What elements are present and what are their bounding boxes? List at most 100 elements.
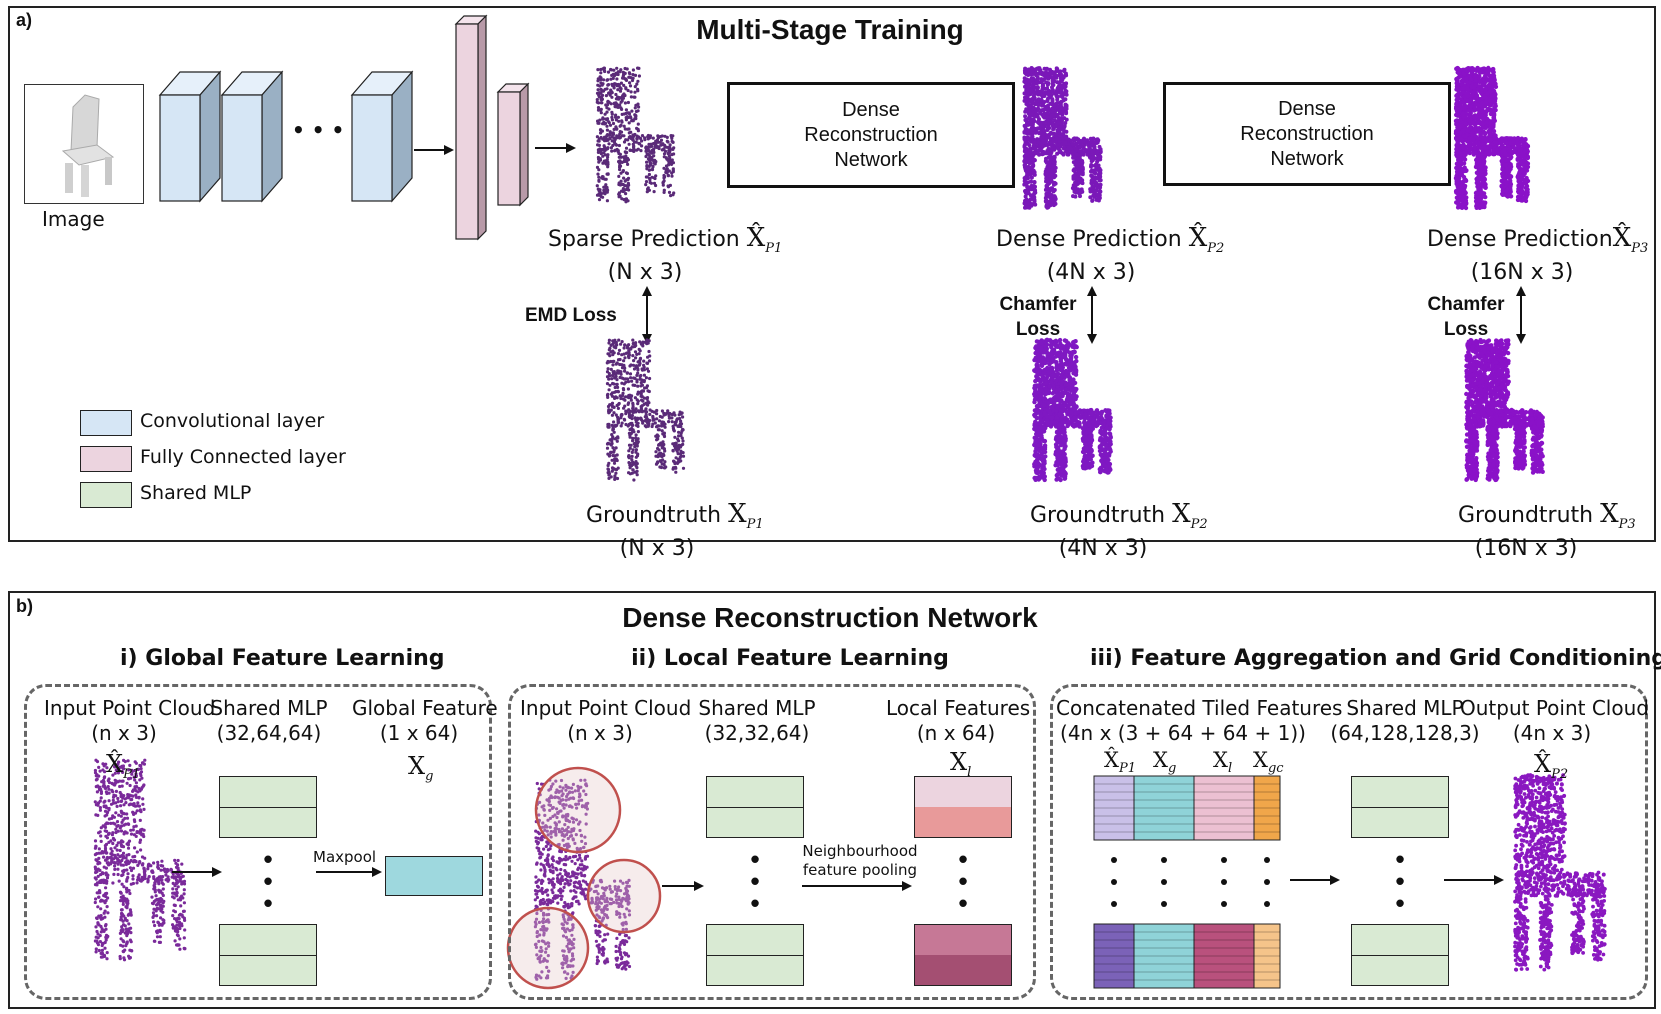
sec2-mlp-top	[706, 776, 804, 838]
concat-ellipsis-dot	[1161, 901, 1167, 907]
concat-ellipsis-dot	[1111, 879, 1117, 885]
sec2-mlp-dots: •••	[750, 844, 760, 918]
legend-label-conv: Convolutional layer	[140, 410, 325, 432]
sec1-col2: Shared MLP(32,64,64)	[210, 696, 328, 745]
feat-sym-gc: Xgc	[1253, 748, 1284, 777]
panel-multi-stage-training	[8, 6, 1656, 542]
panel-b-tag: b)	[16, 596, 33, 616]
sec3-col3: Output Point Cloud(4n x 3)	[1460, 696, 1649, 745]
groundtruth-2-cloud	[1032, 337, 1113, 483]
ellipsis: • • •	[292, 118, 345, 142]
chamfer-loss-label-2: Chamfer Loss	[1427, 294, 1505, 340]
sec3-mlp-top	[1351, 776, 1449, 838]
concat-ellipsis-dot	[1111, 857, 1117, 863]
legend-label-mlp: Shared MLP	[140, 482, 252, 504]
dense-prediction-3-cloud	[1453, 65, 1531, 211]
sec3-col3-symbol: X̂P2	[1534, 750, 1569, 782]
chamfer-loss-label-1: Chamfer Loss	[999, 294, 1077, 340]
concat-ellipsis-dot	[1221, 879, 1227, 885]
pred3-size: (16N x 3)	[1470, 260, 1574, 285]
local-feature-bottom	[914, 924, 1012, 986]
groundtruth-1-cloud	[605, 338, 686, 482]
feat-sym-p1: X̂P1	[1104, 748, 1136, 777]
sec2-mlp-bottom	[706, 924, 804, 986]
sec3-col1: Concatenated Tiled Features(4n x (3 + 64…	[1056, 696, 1343, 745]
sec2-col2: Shared MLP(32,32,64)	[698, 696, 816, 745]
pred1-size: (N x 3)	[607, 260, 683, 285]
sec1-mlp-bottom	[219, 924, 317, 986]
sec1-box	[24, 684, 492, 1000]
feat-sym-g: Xg	[1153, 748, 1177, 777]
sec3-output-cloud	[1513, 773, 1607, 972]
concat-ellipsis-dot	[1221, 901, 1227, 907]
panel-a-tag: a)	[16, 10, 33, 30]
dense-reconstruction-network-box-2: Dense Reconstruction Network	[1163, 82, 1451, 186]
gt1-size: (N x 3)	[619, 536, 695, 561]
sec3-mlp-dots: •••	[1395, 844, 1405, 918]
legend-label-fc: Fully Connected layer	[140, 446, 346, 468]
gt2-label: Groundtruth XP2	[1030, 499, 1208, 533]
concat-ellipsis-dot	[1161, 857, 1167, 863]
concat-ellipsis-dot	[1264, 879, 1270, 885]
input-image	[24, 84, 144, 204]
sec2-box	[508, 684, 1036, 1000]
legend-swatch-mlp	[80, 482, 132, 508]
sec1-mlp-dots: •••	[263, 844, 273, 918]
emd-loss-label: EMD Loss	[525, 305, 617, 326]
pred3-label: Dense PredictionX̂P3	[1427, 223, 1649, 257]
panel-b-title: Dense Reconstruction Network	[622, 602, 1038, 633]
sec2-local-dots: •••	[958, 844, 968, 918]
sec2-col3-symbol: Xl	[950, 748, 972, 780]
legend-swatch-conv	[80, 410, 132, 436]
chair-render-icon	[61, 94, 115, 197]
sec3-box	[1050, 684, 1648, 1000]
neighbourhood-sphere-1	[534, 766, 622, 854]
sec1-col3-symbol: Xg	[408, 752, 434, 784]
groundtruth-3-cloud	[1464, 337, 1545, 483]
sec2-title: ii) Local Feature Learning	[631, 646, 949, 671]
image-label: Image	[42, 207, 105, 231]
concat-features-bottom	[1093, 923, 1281, 989]
concat-features-top	[1093, 775, 1281, 841]
sec1-input-cloud	[93, 758, 187, 962]
panel-a-title: Multi-Stage Training	[696, 14, 964, 45]
sec1-arrow-label: Maxpool	[313, 848, 377, 866]
sec1-col1-symbol: X̂P1	[106, 750, 141, 782]
neighbourhood-sphere-2	[586, 858, 662, 934]
sec1-col3: Global Feature(1 x 64)	[352, 696, 498, 745]
sec1-title: i) Global Feature Learning	[120, 646, 445, 671]
gt3-label: Groundtruth XP3	[1458, 499, 1636, 533]
pred1-label: Sparse Prediction X̂P1	[548, 223, 783, 257]
sec3-title: iii) Feature Aggregation and Grid Condit…	[1090, 646, 1661, 671]
panel-dense-reconstruction-network	[8, 591, 1656, 1009]
sec1-mlp-top	[219, 776, 317, 838]
sec2-input-cloud	[533, 778, 632, 981]
concat-ellipsis-dot	[1111, 901, 1117, 907]
dense-reconstruction-network-box-1: Dense Reconstruction Network	[727, 82, 1015, 188]
gt2-size: (4N x 3)	[1058, 536, 1148, 561]
sec3-mlp-bottom	[1351, 924, 1449, 986]
pred2-size: (4N x 3)	[1046, 260, 1136, 285]
gt1-label: Groundtruth XP1	[586, 499, 764, 533]
sec3-col2: Shared MLP(64,128,128,3)	[1330, 696, 1480, 745]
gt3-size: (16N x 3)	[1474, 536, 1578, 561]
dense-prediction-2-cloud	[1022, 66, 1103, 210]
sec2-arrow-label: Neighbourhood feature pooling	[802, 842, 918, 879]
legend-swatch-fc	[80, 446, 132, 472]
sparse-prediction-cloud	[595, 66, 676, 204]
local-feature-top	[914, 776, 1012, 838]
sec1-col1: Input Point Cloud(n x 3)	[44, 696, 216, 745]
feat-sym-l: Xl	[1213, 748, 1233, 777]
concat-ellipsis-dot	[1161, 879, 1167, 885]
sec2-col3: Local Features(n x 64)	[886, 696, 1031, 745]
sec2-col1: Input Point Cloud(n x 3)	[520, 696, 692, 745]
concat-ellipsis-dot	[1264, 857, 1270, 863]
global-feature-box	[385, 856, 483, 896]
concat-ellipsis-dot	[1264, 901, 1270, 907]
concat-ellipsis-dot	[1221, 857, 1227, 863]
pred2-label: Dense Prediction X̂P2	[996, 223, 1225, 257]
